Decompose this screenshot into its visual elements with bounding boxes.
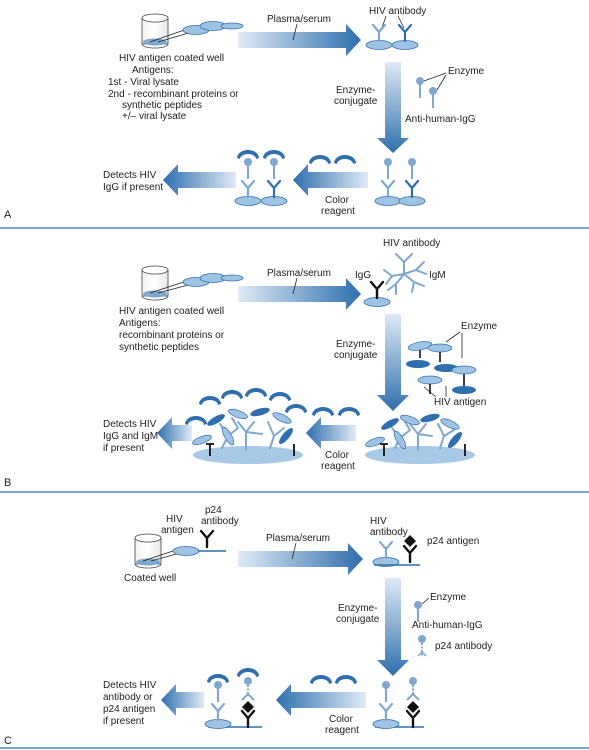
antigen-2nd: 2nd - recombinant proteins or xyxy=(108,89,239,100)
arrow-left xyxy=(276,684,366,716)
color-reagent-label: Color xyxy=(325,195,350,206)
detects-label: if present xyxy=(103,443,144,454)
hiv-antibody-label: HIV antibody xyxy=(369,6,426,17)
antigen-2nd-cont: +/– viral lysate xyxy=(122,111,187,122)
arrow-left xyxy=(157,417,192,449)
coated-well xyxy=(141,13,244,49)
arrow-down xyxy=(377,314,409,411)
detects-label: IgG and IgM xyxy=(103,431,158,442)
antigen-line: synthetic peptides xyxy=(119,342,199,353)
p24-antibody-label: p24 xyxy=(205,505,222,516)
detects-label: p24 antigen xyxy=(103,704,155,715)
conjugate-cluster xyxy=(406,341,477,394)
coated-well xyxy=(134,529,226,569)
hiv-antigen-label: HIV xyxy=(166,514,183,525)
panel-b: HIV antigen coated well Antigens: recomb… xyxy=(4,238,498,489)
p24-antibody-conjugate xyxy=(417,635,427,657)
antigen-antibody-complex xyxy=(365,413,475,464)
detects-label: Detects HIV xyxy=(103,170,157,181)
plasma-serum-label: Plasma/serum xyxy=(267,268,331,279)
detects-label: Detects HIV xyxy=(103,419,157,430)
well-label: HIV antigen coated well xyxy=(119,306,224,317)
arrow-down xyxy=(377,62,409,153)
enzyme-conjugate-label: conjugate xyxy=(334,96,378,107)
arrow-left xyxy=(163,164,236,196)
p24-sandwich xyxy=(241,677,255,713)
color-reagent-label: reagent xyxy=(321,206,355,217)
p24-antigen xyxy=(404,535,416,547)
hiv-antibody-label: antibody xyxy=(370,527,408,538)
anti-igg-label: Anti-human-IgG xyxy=(412,620,483,631)
arrow-left xyxy=(293,164,368,196)
hiv-antibody-label: HIV xyxy=(370,516,387,527)
enzyme-label: Enzyme xyxy=(461,321,498,332)
detects-label: if present xyxy=(103,716,144,727)
arrow-left xyxy=(161,684,204,716)
enzyme-conjugate-label: Enzyme- xyxy=(336,339,375,350)
enzyme-conjugate-label: Enzyme- xyxy=(336,85,375,96)
hiv-antibody-label: HIV antibody xyxy=(383,238,440,249)
panel-letter: B xyxy=(4,477,11,489)
panel-c: HIV antigen p24 antibody Coated well Pla… xyxy=(4,505,492,747)
p24-antibody-label: p24 antibody xyxy=(435,641,492,652)
enzyme-label: Enzyme xyxy=(430,592,467,603)
antigen-line: recombinant proteins or xyxy=(119,330,225,341)
p24-sandwich xyxy=(406,677,420,713)
enzyme-label: Enzyme xyxy=(448,66,485,77)
detects-label: IgG if present xyxy=(103,182,163,193)
p24-antigen-label: p24 antigen xyxy=(427,536,479,547)
panel-letter: C xyxy=(4,735,12,747)
panel-a: HIV antigen coated well Antigens: 1st - … xyxy=(4,6,485,221)
detects-label: Detects HIV xyxy=(103,680,157,691)
enzyme-conjugate-label: Enzyme- xyxy=(338,603,377,614)
antigen-2nd-cont: synthetic peptides xyxy=(122,100,202,111)
arrow-left xyxy=(306,417,356,449)
hiv-antigen-label: HIV antigen xyxy=(434,397,486,408)
antigens-title: Antigens: xyxy=(119,318,161,329)
arrow-right xyxy=(238,278,361,310)
coated-well xyxy=(141,265,244,301)
p24-antibody-label: antibody xyxy=(201,516,239,527)
color-reagent-label: Color xyxy=(329,714,354,725)
arrow-down xyxy=(377,578,409,676)
detected-complex xyxy=(185,388,307,464)
plasma-serum-label: Plasma/serum xyxy=(266,533,330,544)
antigen-1st: 1st - Viral lysate xyxy=(108,77,179,88)
enzyme-conjugate-label: conjugate xyxy=(334,350,378,361)
arrow-right xyxy=(238,543,363,575)
color-reagent-label: reagent xyxy=(325,725,359,736)
arrow-right xyxy=(238,24,361,56)
enzyme-conjugate-label: conjugate xyxy=(336,614,380,625)
panel-letter: A xyxy=(4,209,12,221)
hiv-antigen-label: antigen xyxy=(161,525,194,536)
antigens-title: Antigens: xyxy=(132,65,174,76)
anti-igg-label: Anti-human-IgG xyxy=(405,114,476,125)
well-label: Coated well xyxy=(124,573,176,584)
igg-label: IgG xyxy=(355,270,371,281)
well-label: HIV antigen coated well xyxy=(119,53,224,64)
plasma-serum-label: Plasma/serum xyxy=(267,14,331,25)
igm-label: IgM xyxy=(429,270,446,281)
igm-pentamer xyxy=(383,253,427,295)
detects-label: antibody or xyxy=(103,692,153,703)
color-reagent-label: Color xyxy=(325,450,350,461)
color-reagent-label: reagent xyxy=(321,461,355,472)
